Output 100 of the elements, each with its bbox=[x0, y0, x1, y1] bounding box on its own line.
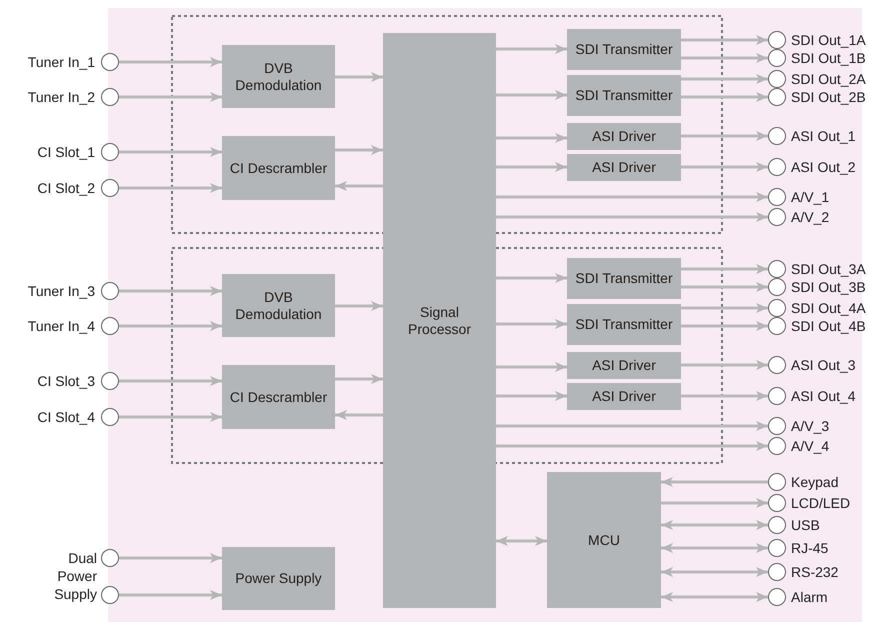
arrow bbox=[119, 147, 222, 157]
block-label: MCU bbox=[587, 532, 621, 548]
arrow bbox=[681, 92, 768, 102]
arrow bbox=[496, 319, 567, 329]
block-label: CI Descrambler bbox=[228, 388, 328, 406]
port-label: ASI Out_4 bbox=[791, 388, 856, 404]
port-label: SDI Out_2A bbox=[791, 71, 866, 87]
port-label: RJ-45 bbox=[791, 540, 828, 556]
arrow bbox=[496, 44, 567, 54]
port-label: LCD/LED bbox=[791, 495, 850, 511]
port-label: SDI Out_3A bbox=[791, 261, 866, 277]
arrow bbox=[681, 391, 768, 401]
process-box bbox=[222, 274, 335, 337]
arrow bbox=[335, 145, 383, 155]
process-box bbox=[567, 383, 681, 410]
arrow bbox=[496, 441, 768, 451]
port-label: Tuner In_3 bbox=[28, 283, 95, 299]
port-label: SDI Out_1A bbox=[791, 32, 866, 48]
arrow bbox=[661, 543, 768, 553]
port-label: CI Slot_2 bbox=[37, 180, 95, 196]
arrow bbox=[496, 90, 567, 100]
arrow bbox=[496, 391, 567, 401]
arrow bbox=[119, 321, 222, 331]
arrow bbox=[496, 212, 768, 222]
port-label: SDI Out_3B bbox=[791, 279, 866, 295]
port-circle bbox=[101, 143, 119, 161]
arrow bbox=[681, 303, 768, 313]
port-label: Keypad bbox=[791, 474, 838, 490]
port-label: A/V_4 bbox=[791, 438, 830, 454]
process-box bbox=[567, 29, 681, 70]
block-label: SDI Transmitter bbox=[574, 316, 674, 333]
arrow bbox=[119, 590, 222, 600]
block-label: DVB Demodulation bbox=[234, 60, 323, 94]
arrow bbox=[661, 592, 768, 602]
port-label: SDI Out_4B bbox=[791, 318, 866, 334]
arrow bbox=[496, 192, 768, 202]
arrow bbox=[335, 410, 383, 420]
port-label: A/V_1 bbox=[791, 189, 830, 205]
process-box bbox=[567, 154, 681, 181]
port-circle bbox=[101, 317, 119, 335]
arrow bbox=[496, 421, 768, 431]
block-label: ASI Driver bbox=[591, 128, 657, 145]
arrow bbox=[335, 181, 383, 191]
arrow bbox=[681, 35, 768, 45]
arrow bbox=[119, 376, 222, 386]
arrow bbox=[496, 362, 567, 372]
arrow bbox=[681, 162, 768, 172]
port-label: CI Slot_3 bbox=[37, 373, 95, 389]
port-label: ASI Out_2 bbox=[791, 159, 856, 175]
port-label: Tuner In_4 bbox=[28, 318, 95, 334]
arrow bbox=[496, 133, 567, 143]
port-label: Tuner In_1 bbox=[28, 54, 95, 70]
arrow bbox=[681, 321, 768, 331]
process-box bbox=[222, 365, 335, 429]
process-box bbox=[547, 472, 661, 608]
block-label: ASI Driver bbox=[591, 357, 657, 374]
port-label: ASI Out_1 bbox=[791, 128, 856, 144]
block-label: ASI Driver bbox=[591, 159, 657, 176]
port-label: A/V_2 bbox=[791, 209, 830, 225]
port-label: Dual Power Supply bbox=[53, 549, 97, 603]
arrow bbox=[681, 264, 768, 274]
block-label: Power Supply bbox=[234, 570, 323, 587]
arrow bbox=[119, 92, 222, 102]
process-box bbox=[567, 258, 681, 299]
block-label: DVB Demodulation bbox=[234, 288, 323, 322]
process-box bbox=[222, 136, 335, 200]
process-box bbox=[567, 75, 681, 116]
arrow bbox=[661, 498, 768, 508]
arrow bbox=[661, 567, 768, 577]
port-circle bbox=[101, 372, 119, 390]
port-label: CI Slot_1 bbox=[37, 144, 95, 160]
arrow bbox=[335, 72, 383, 82]
port-circle bbox=[101, 53, 119, 71]
process-box bbox=[567, 123, 681, 150]
arrow bbox=[681, 74, 768, 84]
process-box bbox=[383, 33, 496, 608]
block-label: SDI Transmitter bbox=[574, 87, 674, 104]
port-label: RS-232 bbox=[791, 564, 838, 580]
arrow bbox=[681, 282, 768, 292]
arrow bbox=[496, 273, 567, 283]
arrow bbox=[335, 301, 383, 311]
arrow bbox=[661, 520, 768, 530]
block-label: SDI Transmitter bbox=[574, 41, 674, 58]
port-label: SDI Out_1B bbox=[791, 50, 866, 66]
port-label: Alarm bbox=[791, 589, 828, 605]
block-label: CI Descrambler bbox=[228, 160, 328, 176]
port-circle bbox=[101, 179, 119, 197]
process-box bbox=[222, 45, 335, 108]
arrow bbox=[119, 183, 222, 193]
port-circle bbox=[101, 408, 119, 426]
port-circle bbox=[101, 549, 119, 567]
port-circle bbox=[101, 88, 119, 106]
port-circle bbox=[101, 282, 119, 300]
arrow bbox=[496, 536, 547, 546]
port-label: CI Slot_4 bbox=[37, 409, 95, 425]
process-box bbox=[567, 304, 681, 345]
port-label: USB bbox=[791, 517, 820, 533]
port-label: SDI Out_4A bbox=[791, 300, 866, 316]
port-circle bbox=[101, 586, 119, 604]
arrow bbox=[119, 286, 222, 296]
